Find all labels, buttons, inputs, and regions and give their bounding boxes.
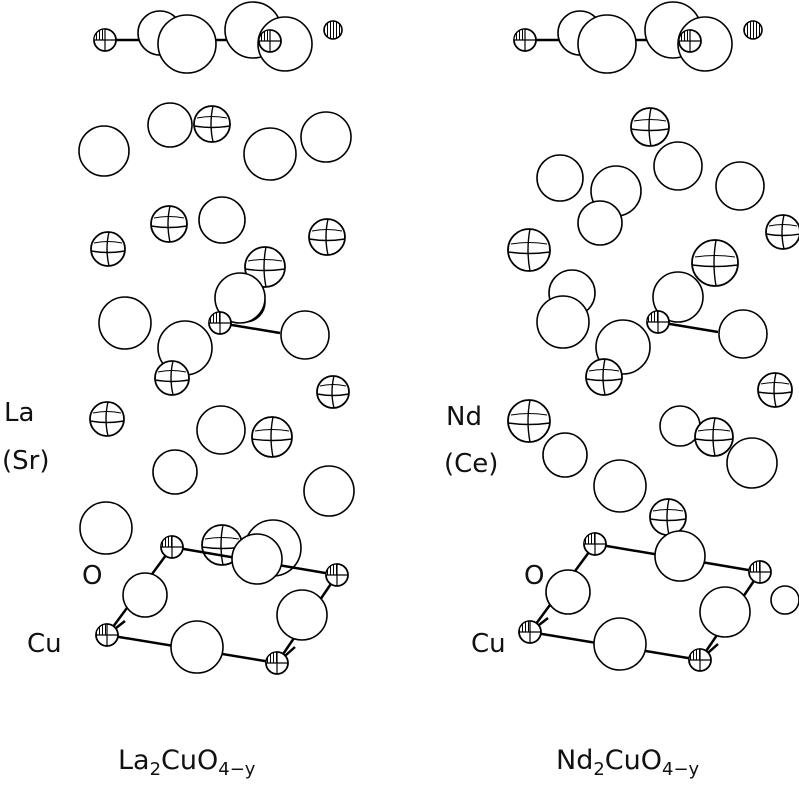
oxygen-atom (545, 569, 591, 615)
cu-atom (678, 29, 702, 53)
oxygen-atom (122, 572, 168, 618)
la-nd-atom (757, 372, 793, 408)
oxygen-atom (715, 161, 765, 211)
oxygen-atom (152, 449, 198, 495)
oxygen-atom (157, 14, 217, 74)
oxygen-atom (303, 465, 355, 517)
oxygen-atom (659, 405, 701, 447)
cu-atom (743, 20, 763, 40)
oxygen-atom (593, 617, 647, 671)
label-ce: (Ce) (444, 449, 499, 479)
caption-la2cuo4: La2CuO4−y (118, 745, 256, 780)
cu-atom (518, 620, 542, 644)
oxygen-atom (652, 271, 704, 323)
la-nd-atom (90, 231, 126, 267)
oxygen-atom (726, 437, 778, 489)
cu-atom (688, 648, 712, 672)
oxygen-atom (243, 127, 297, 181)
la2cuo4-structure (78, 1, 355, 675)
oxygen-atom (280, 310, 330, 360)
cu-atom (160, 535, 184, 559)
la-nd-atom (765, 214, 799, 250)
oxygen-atom (654, 530, 706, 582)
la-nd-atom (691, 239, 739, 287)
label-cu-left: Cu (27, 629, 62, 659)
la-nd-atom (89, 401, 125, 437)
oxygen-atom (593, 459, 647, 513)
oxygen-atom (699, 586, 751, 638)
oxygen-atom (231, 533, 283, 585)
cu-atom (583, 532, 607, 556)
oxygen-atom (214, 272, 266, 324)
oxygen-atom (170, 620, 224, 674)
la-nd-atom (694, 417, 734, 457)
label-o-left: O (82, 561, 103, 591)
cu-atom (258, 29, 282, 53)
oxygen-atom (147, 102, 193, 148)
nd2cuo4-structure (507, 1, 799, 672)
la-nd-atom (154, 360, 190, 396)
label-sr: (Sr) (2, 446, 50, 476)
oxygen-atom (196, 405, 246, 455)
la-nd-atom (316, 375, 350, 409)
la-nd-atom (507, 399, 551, 443)
oxygen-atom (718, 309, 768, 359)
oxygen-atom (577, 200, 623, 246)
oxygen-atom (577, 14, 637, 74)
la-nd-atom (630, 107, 670, 147)
cu-atom (325, 563, 349, 587)
la-nd-atom (193, 105, 231, 143)
la-nd-atom (150, 205, 188, 243)
la-nd-atom (244, 246, 286, 288)
cu-atom (95, 623, 119, 647)
cu-atom (513, 28, 537, 52)
caption-nd2cuo4: Nd2CuO4−y (556, 745, 700, 780)
la-nd-atom (649, 498, 687, 536)
oxygen-atom (98, 296, 152, 350)
cu-atom (265, 651, 289, 675)
label-nd: Nd (446, 402, 482, 432)
oxygen-atom (536, 154, 584, 202)
la-nd-atom (308, 218, 346, 256)
label-cu-right: Cu (471, 629, 506, 659)
oxygen-atom (542, 432, 588, 478)
cu-atom (93, 28, 117, 52)
oxygen-atom (536, 295, 590, 349)
la-nd-atom (251, 416, 293, 458)
oxygen-atom (276, 589, 328, 641)
cu-atom (748, 560, 772, 584)
la-nd-atom (507, 228, 551, 272)
label-o-right: O (524, 561, 545, 591)
oxygen-atom (198, 196, 246, 244)
cu-atom (208, 311, 232, 335)
cu-atom (646, 310, 670, 334)
oxygen-atom (770, 585, 799, 615)
oxygen-atom (300, 111, 352, 163)
oxygen-atom (78, 125, 130, 177)
label-la: La (4, 398, 35, 428)
oxygen-atom (79, 501, 133, 555)
la-nd-atom (585, 358, 623, 396)
cu-atom (323, 20, 343, 40)
oxygen-atom (653, 141, 703, 191)
